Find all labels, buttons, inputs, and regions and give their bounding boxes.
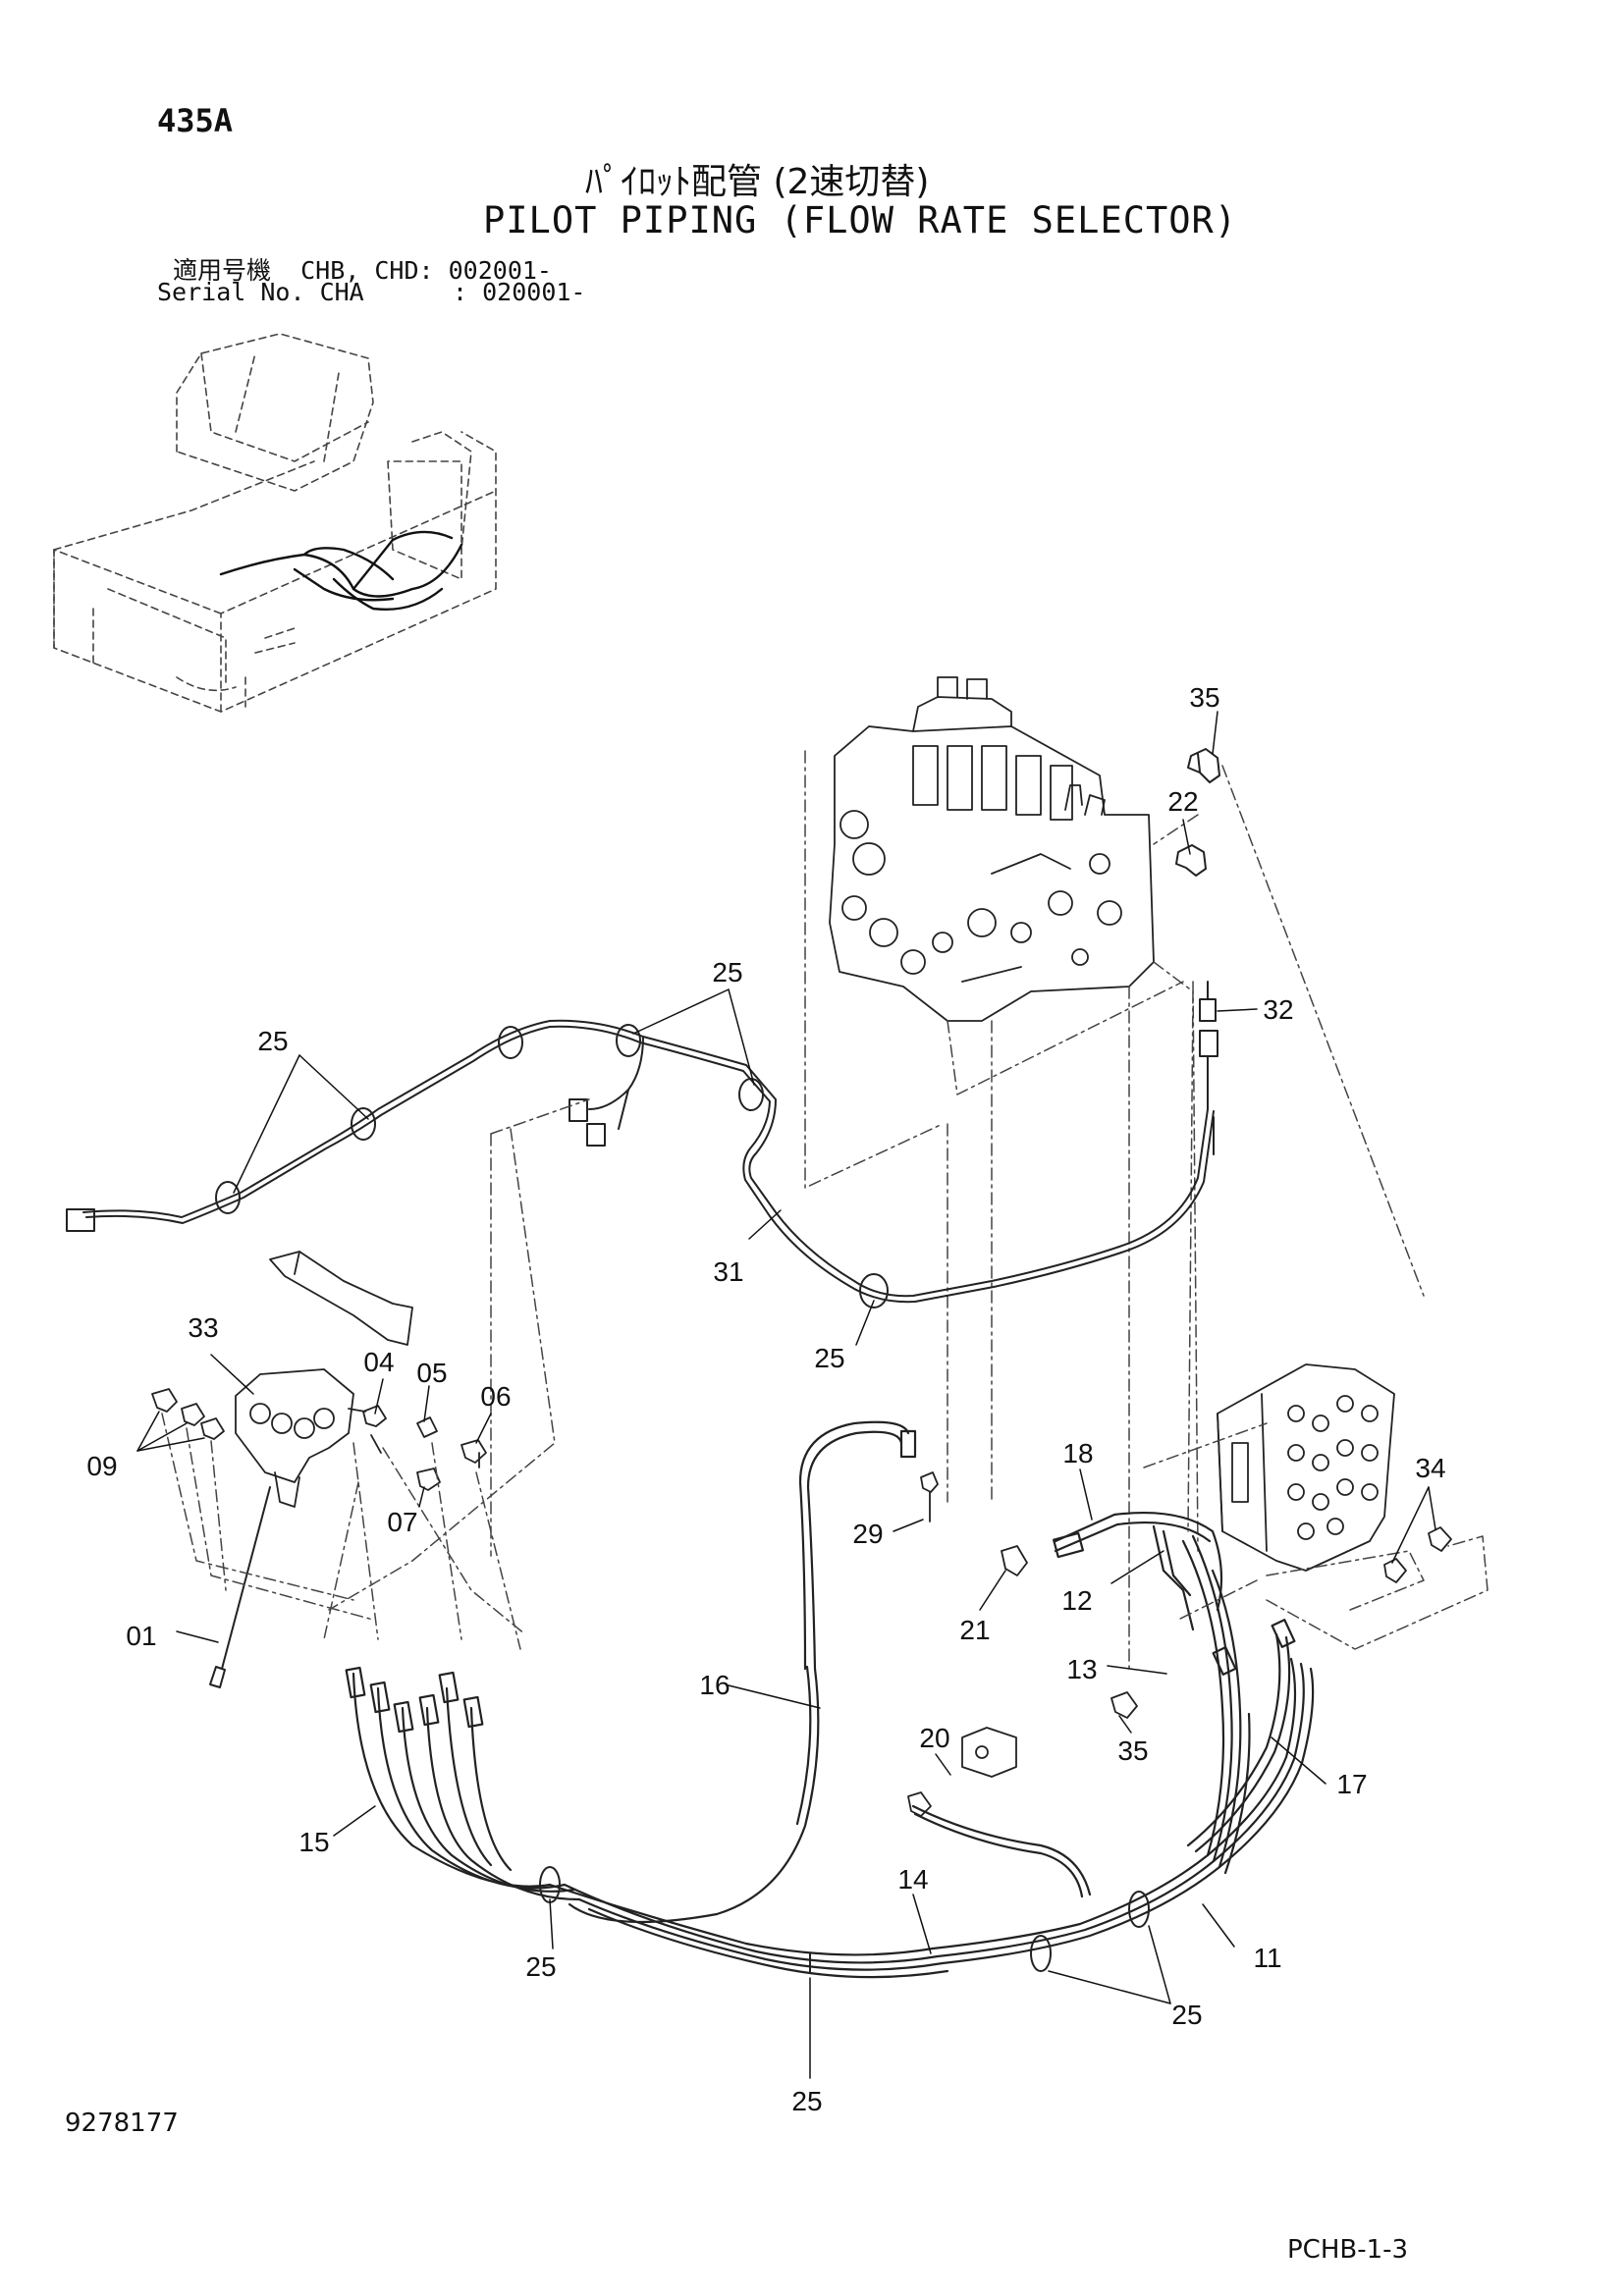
callout-16: 16: [699, 1670, 730, 1700]
title-japanese: ﾊﾟｲﾛｯﾄ配管 (2速切替): [585, 162, 930, 202]
elbow-fitting-21: [1001, 1545, 1028, 1576]
callout-25-hose-bottom: 25: [791, 2086, 822, 2116]
callout-17: 17: [1336, 1769, 1367, 1799]
drawing-number: 9278177: [65, 2109, 179, 2138]
callout-32: 32: [1263, 994, 1293, 1025]
callout-33: 33: [188, 1312, 218, 1343]
hose-18-and-12: [1053, 1511, 1223, 1631]
callout-01: 01: [126, 1621, 156, 1651]
callout-29: 29: [852, 1519, 883, 1549]
callout-07: 07: [387, 1507, 417, 1537]
callout-35-lower: 35: [1117, 1735, 1148, 1766]
signal-valve-dashed-projection: [1143, 1422, 1489, 1650]
excavator-location-inset: [53, 333, 497, 713]
elbow-fitting-35-lower: [1110, 1691, 1138, 1719]
callout-14: 14: [897, 1864, 928, 1895]
callout-15: 15: [298, 1827, 329, 1857]
fitting-35-upper: [1187, 748, 1220, 783]
callout-25-harness-center: 25: [712, 957, 742, 988]
hose-bundle-15: [345, 1666, 581, 1901]
fitting-22: [1175, 844, 1207, 877]
bolt-01: [209, 1486, 271, 1688]
applicable-serial-line-1: 適用号機 CHB, CHD: 002001-: [173, 256, 552, 285]
callout-31: 31: [713, 1256, 743, 1287]
fittings-04-05-06-07: [362, 1405, 487, 1491]
callout-05: 05: [416, 1358, 447, 1388]
leader-lines: [136, 711, 1436, 2079]
solenoid-valve-33: [235, 1368, 366, 1508]
hose-17: [1186, 1619, 1296, 1853]
callout-18: 18: [1062, 1438, 1093, 1468]
tee-fitting-29: [920, 1471, 939, 1522]
callout-13: 13: [1066, 1654, 1097, 1684]
fittings-34: [1383, 1526, 1452, 1583]
callout-22: 22: [1167, 786, 1198, 817]
connector-32: [1199, 981, 1218, 1057]
solenoid-dashed-projection: [161, 1413, 526, 1650]
elbow-fittings-09: [151, 1388, 225, 1440]
callout-04: 04: [363, 1347, 394, 1377]
title-english: PILOT PIPING (FLOW RATE SELECTOR): [483, 199, 1238, 241]
callout-25-hose-right: 25: [1171, 2000, 1202, 2030]
block-20: [907, 1727, 1017, 1817]
harness-clamps-25: [215, 1024, 889, 1308]
bracket: [269, 1251, 413, 1346]
callout-11: 11: [1253, 1943, 1281, 1973]
callout-25-harness-lower: 25: [814, 1343, 844, 1373]
callout-25-harness-left: 25: [257, 1026, 288, 1056]
main-control-valve: [829, 676, 1155, 1022]
callout-25-hose-left: 25: [525, 1951, 556, 1982]
wire-harness: [66, 1019, 1215, 1304]
callout-20: 20: [919, 1723, 949, 1753]
hose-20-line: [911, 1804, 1092, 1898]
callout-12: 12: [1061, 1585, 1092, 1616]
callout-34: 34: [1415, 1453, 1445, 1483]
callout-21: 21: [959, 1615, 990, 1645]
hose-bundle-14: [548, 1534, 1315, 1979]
harness-inset-solid: [219, 530, 463, 611]
hose-16: [568, 1420, 917, 1924]
applicable-serial-line-2: Serial No. CHA : 020001-: [157, 278, 586, 306]
callout-35-upper: 35: [1189, 682, 1219, 713]
signal-control-valve: [1217, 1363, 1395, 1572]
callout-labels: 35 22 32 25 25 31 25 33 04 05 06 09 07 0…: [86, 682, 1445, 2116]
valve-dashed-projection: [804, 750, 1425, 1670]
page-number: 435A: [157, 102, 234, 139]
sheet-code: PCHB-1-3: [1287, 2235, 1409, 2265]
callout-06: 06: [480, 1381, 511, 1412]
callout-09: 09: [86, 1451, 117, 1481]
